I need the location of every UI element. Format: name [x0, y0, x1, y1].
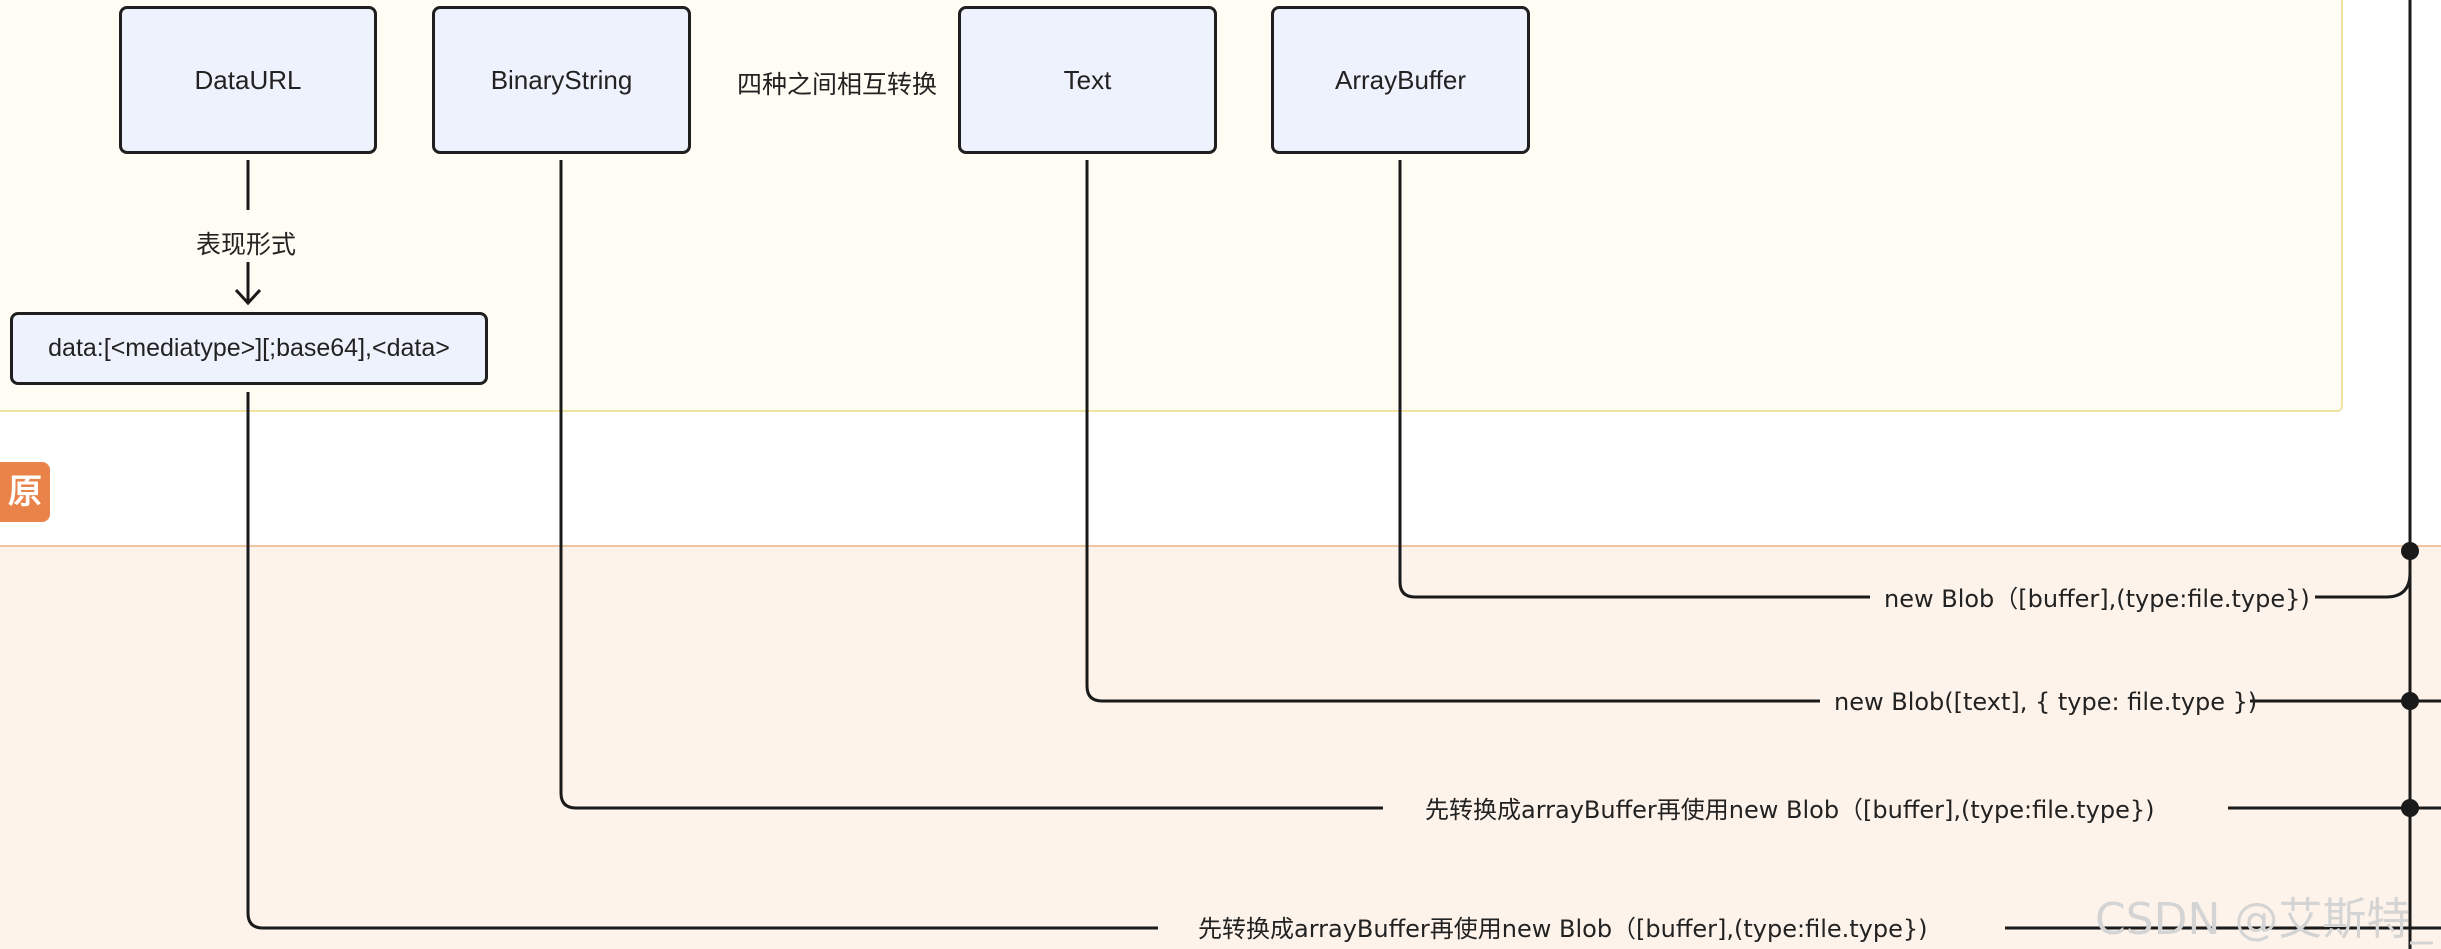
- node-dataurl[interactable]: DataURL: [119, 6, 377, 154]
- representation-arrowhead: [234, 288, 262, 306]
- section-tag: 原: [0, 462, 50, 522]
- representation-label: 表现形式: [196, 230, 297, 259]
- junction-dot: [2401, 799, 2419, 817]
- bottom-region-background: [0, 545, 2441, 949]
- mutual-conversion-label: 四种之间相互转换: [737, 70, 938, 99]
- dataurl-edge: [246, 392, 1158, 930]
- binarystring-edge: [559, 160, 1383, 810]
- junction-dot: [2401, 692, 2419, 710]
- junction-dot: [2401, 542, 2419, 560]
- watermark: CSDN @艾斯特_: [2095, 894, 2433, 945]
- edge-label-dataurl: 先转换成arrayBuffer再使用new Blob（[buffer],(typ…: [1198, 915, 1928, 943]
- edge-label-binarystring: 先转换成arrayBuffer再使用new Blob（[buffer],(typ…: [1425, 796, 2155, 824]
- edge-label-arraybuffer: new Blob（[buffer],(type:file.type}): [1884, 585, 2310, 613]
- node-text[interactable]: Text: [958, 6, 1217, 154]
- text-edge: [1085, 160, 1820, 703]
- node-binarystring[interactable]: BinaryString: [432, 6, 691, 154]
- edge-label-text: new Blob([text], { type: file.type }): [1834, 688, 2258, 716]
- node-dataurl-format[interactable]: data:[<mediatype>][;base64],<data>: [10, 312, 488, 385]
- arraybuffer-edge-tail: [2315, 0, 2412, 599]
- arraybuffer-edge: [1398, 160, 1870, 599]
- node-arraybuffer[interactable]: ArrayBuffer: [1271, 6, 1530, 154]
